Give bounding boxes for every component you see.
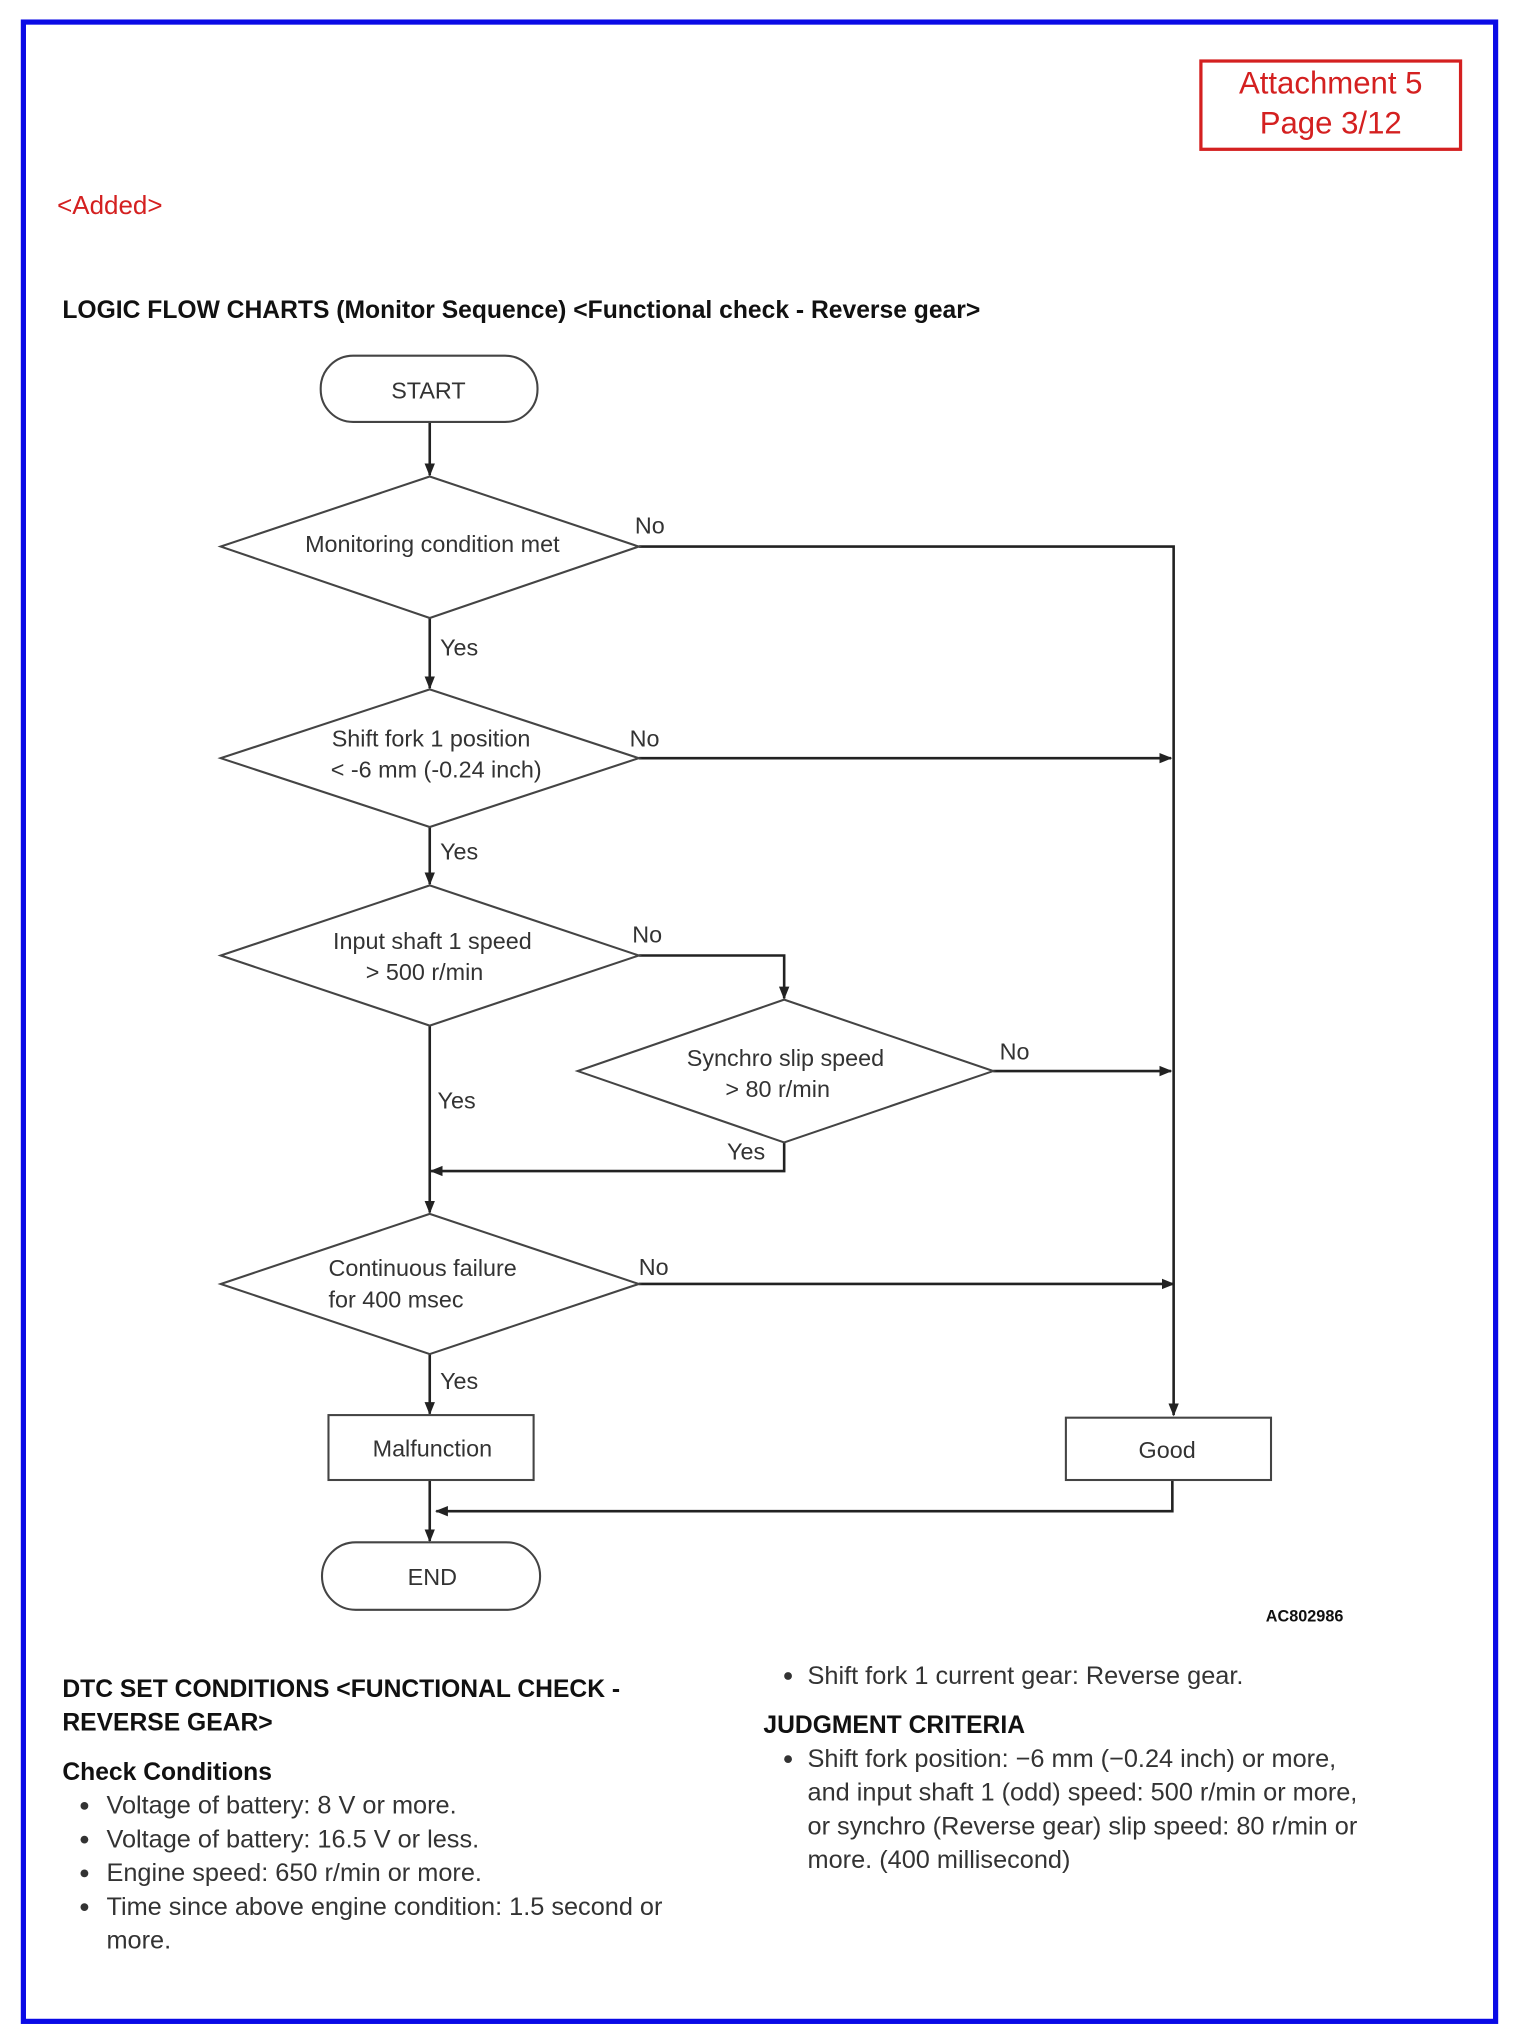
- condition-item-continued: more.: [106, 1927, 171, 1955]
- bullet: [80, 1835, 89, 1844]
- decision-text: for 400 msec: [328, 1286, 463, 1312]
- decision-text: Monitoring condition met: [305, 531, 560, 557]
- end-terminal: END: [320, 1541, 542, 1611]
- bullet: [80, 1903, 89, 1912]
- judgment-heading: JUDGMENT CRITERIA: [763, 1712, 1025, 1739]
- judgment-line: and input shaft 1 (odd) speed: 500 r/min…: [808, 1779, 1358, 1807]
- added-tag: <Added>: [57, 190, 162, 220]
- flowchart: START Monitoring condition met No Yes Sh…: [217, 354, 1344, 1626]
- decision-monitoring-condition: Monitoring condition met No Yes: [217, 475, 665, 661]
- connectors: [424, 421, 1179, 1543]
- decision-text: Input shaft 1 speed: [333, 928, 532, 954]
- yes-label: Yes: [438, 1088, 476, 1114]
- decision-text: > 500 r/min: [366, 959, 484, 985]
- malfunction-label: Malfunction: [373, 1436, 492, 1462]
- yes-label: Yes: [440, 635, 478, 661]
- bullet: [80, 1801, 89, 1810]
- start-terminal: START: [319, 354, 539, 423]
- page-title: LOGIC FLOW CHARTS (Monitor Sequence) <Fu…: [62, 297, 980, 324]
- decision-text: Continuous failure: [328, 1255, 516, 1281]
- condition-item: Shift fork 1 current gear: Reverse gear.: [808, 1662, 1244, 1690]
- bullet: [784, 1755, 792, 1764]
- condition-item: Engine speed: 650 r/min or more.: [106, 1859, 481, 1887]
- end-label: END: [408, 1564, 457, 1590]
- yes-label: Yes: [440, 838, 478, 864]
- decision-input-shaft-speed: Input shaft 1 speed > 500 r/min No Yes: [217, 884, 662, 1114]
- condition-item: Voltage of battery: 16.5 V or less.: [106, 1825, 479, 1853]
- stamp-line2: Page 3/12: [1260, 106, 1402, 141]
- no-label: No: [639, 1254, 669, 1280]
- no-label: No: [635, 513, 665, 539]
- no-label: No: [630, 725, 660, 751]
- judgment-line: Shift fork position: −6 mm (−0.24 inch) …: [808, 1745, 1337, 1773]
- dtc-set-conditions: DTC SET CONDITIONS <FUNCTIONAL CHECK - R…: [62, 1662, 1243, 1955]
- decision-text: Synchro slip speed: [687, 1045, 884, 1071]
- good-label: Good: [1139, 1437, 1196, 1463]
- no-label: No: [1000, 1038, 1030, 1064]
- decision-continuous-failure: Continuous failure for 400 msec No Yes: [217, 1212, 669, 1394]
- decision-text: < -6 mm (-0.24 inch): [331, 757, 542, 783]
- no-label: No: [632, 922, 662, 948]
- condition-item: Voltage of battery: 8 V or more.: [106, 1792, 456, 1820]
- bullet: [80, 1869, 89, 1878]
- dtc-heading: DTC SET CONDITIONS <FUNCTIONAL CHECK -: [62, 1676, 620, 1703]
- decision-text: Shift fork 1 position: [332, 725, 531, 751]
- judgment-criteria: JUDGMENT CRITERIA Shift fork position: −…: [763, 1712, 1357, 1874]
- dtc-heading: REVERSE GEAR>: [62, 1710, 272, 1737]
- condition-item: Time since above engine condition: 1.5 s…: [106, 1893, 662, 1921]
- malfunction-box: Malfunction: [327, 1414, 535, 1482]
- good-box: Good: [1064, 1416, 1273, 1482]
- judgment-line: more. (400 millisecond): [808, 1846, 1071, 1874]
- stamp-line1: Attachment 5: [1239, 65, 1422, 100]
- decision-text: > 80 r/min: [725, 1076, 830, 1102]
- decision-synchro-slip-speed: Synchro slip speed > 80 r/min No Yes: [574, 998, 1030, 1164]
- start-label: START: [391, 378, 465, 404]
- check-conditions-heading: Check Conditions: [62, 1759, 272, 1786]
- decision-shift-fork-position: Shift fork 1 position < -6 mm (-0.24 inc…: [217, 688, 660, 864]
- bullet: [784, 1672, 792, 1680]
- attachment-stamp: Attachment 5 Page 3/12: [1199, 59, 1463, 151]
- page-border: [20, 19, 1499, 2024]
- yes-label: Yes: [440, 1368, 478, 1394]
- figure-id: AC802986: [1266, 1608, 1344, 1626]
- yes-label: Yes: [727, 1138, 765, 1164]
- judgment-line: or synchro (Reverse gear) slip speed: 80…: [808, 1812, 1358, 1840]
